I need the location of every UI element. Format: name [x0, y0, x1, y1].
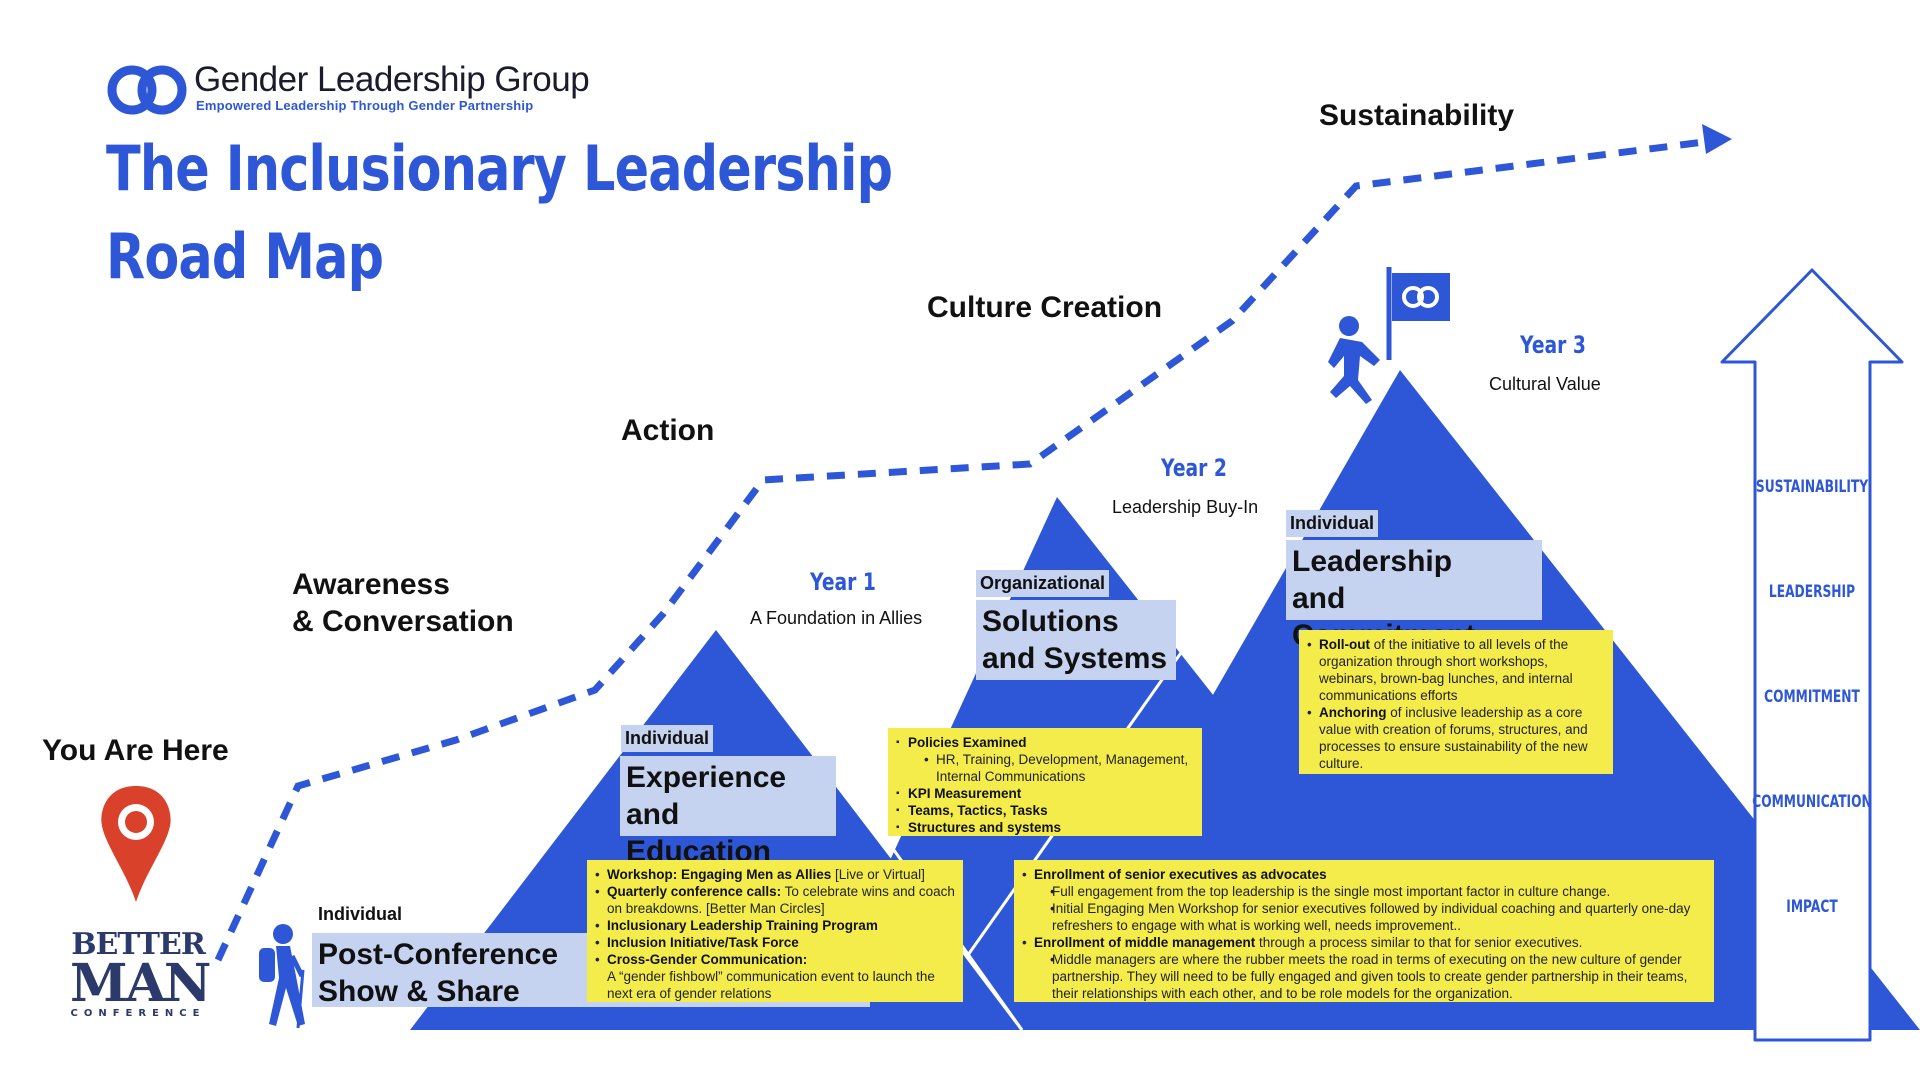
progress-path	[214, 136, 1721, 962]
experience-tag: Individual	[621, 725, 714, 752]
leadership-heading: Leadership and Commitment	[1286, 540, 1542, 652]
summit-flag-icon	[1386, 267, 1450, 360]
path-arrowhead	[1702, 124, 1732, 154]
year1-subtitle: A Foundation in Allies	[750, 608, 923, 628]
year1-label: Year 1	[810, 568, 876, 596]
stage-action: Action	[621, 414, 715, 447]
solutions-tag: Organizational	[976, 570, 1110, 597]
arrow-label-commitment: COMMITMENT	[1764, 687, 1860, 707]
year2-label: Year 2	[1161, 454, 1227, 482]
year3-label: Year 3	[1520, 331, 1586, 359]
leadership-tag: Individual	[1286, 510, 1379, 537]
year1-notes: Workshop: Engaging Men as Allies [Live o…	[587, 860, 963, 1002]
climber-icon	[1328, 316, 1380, 404]
stage-sustainability: Sustainability	[1319, 99, 1515, 132]
arrow-label-sustainability: SUSTAINABILITY	[1755, 477, 1869, 497]
brand-tagline: Empowered Leadership Through Gender Part…	[196, 98, 534, 113]
brand-name: Gender Leadership Group	[194, 60, 590, 99]
location-pin-icon	[101, 786, 171, 902]
experience-heading: Experience and Education	[620, 756, 836, 868]
post-conference-tag: Individual	[318, 904, 403, 924]
hiker-icon	[259, 924, 305, 1029]
better-man-logo: BETTER MAN CONFERENCE	[70, 927, 211, 1020]
arrow-label-communication: COMMUNICATION	[1752, 792, 1872, 812]
enrollment-notes: Enrollment of senior executives as advoc…	[1014, 860, 1714, 1002]
impact-arrow	[1720, 268, 1904, 1042]
page-title: The Inclusionary Leadership Road Map	[106, 132, 893, 293]
stage-culture-creation: Culture Creation	[927, 291, 1163, 324]
you-are-here-label: You Are Here	[42, 734, 229, 767]
year3-notes: Roll-out of the initiative to all levels…	[1299, 630, 1613, 774]
brand-logo-icon	[107, 65, 187, 115]
solutions-heading: Solutions and Systems	[976, 600, 1176, 680]
arrow-label-leadership: LEADERSHIP	[1768, 582, 1856, 602]
year2-notes: Policies Examined HR, Training, Developm…	[888, 728, 1202, 836]
stage-awareness: Awareness & Conversation	[292, 568, 514, 638]
year2-subtitle: Leadership Buy-In	[1112, 497, 1259, 517]
year3-subtitle: Cultural Value	[1489, 374, 1601, 394]
arrow-label-impact: IMPACT	[1786, 897, 1838, 917]
